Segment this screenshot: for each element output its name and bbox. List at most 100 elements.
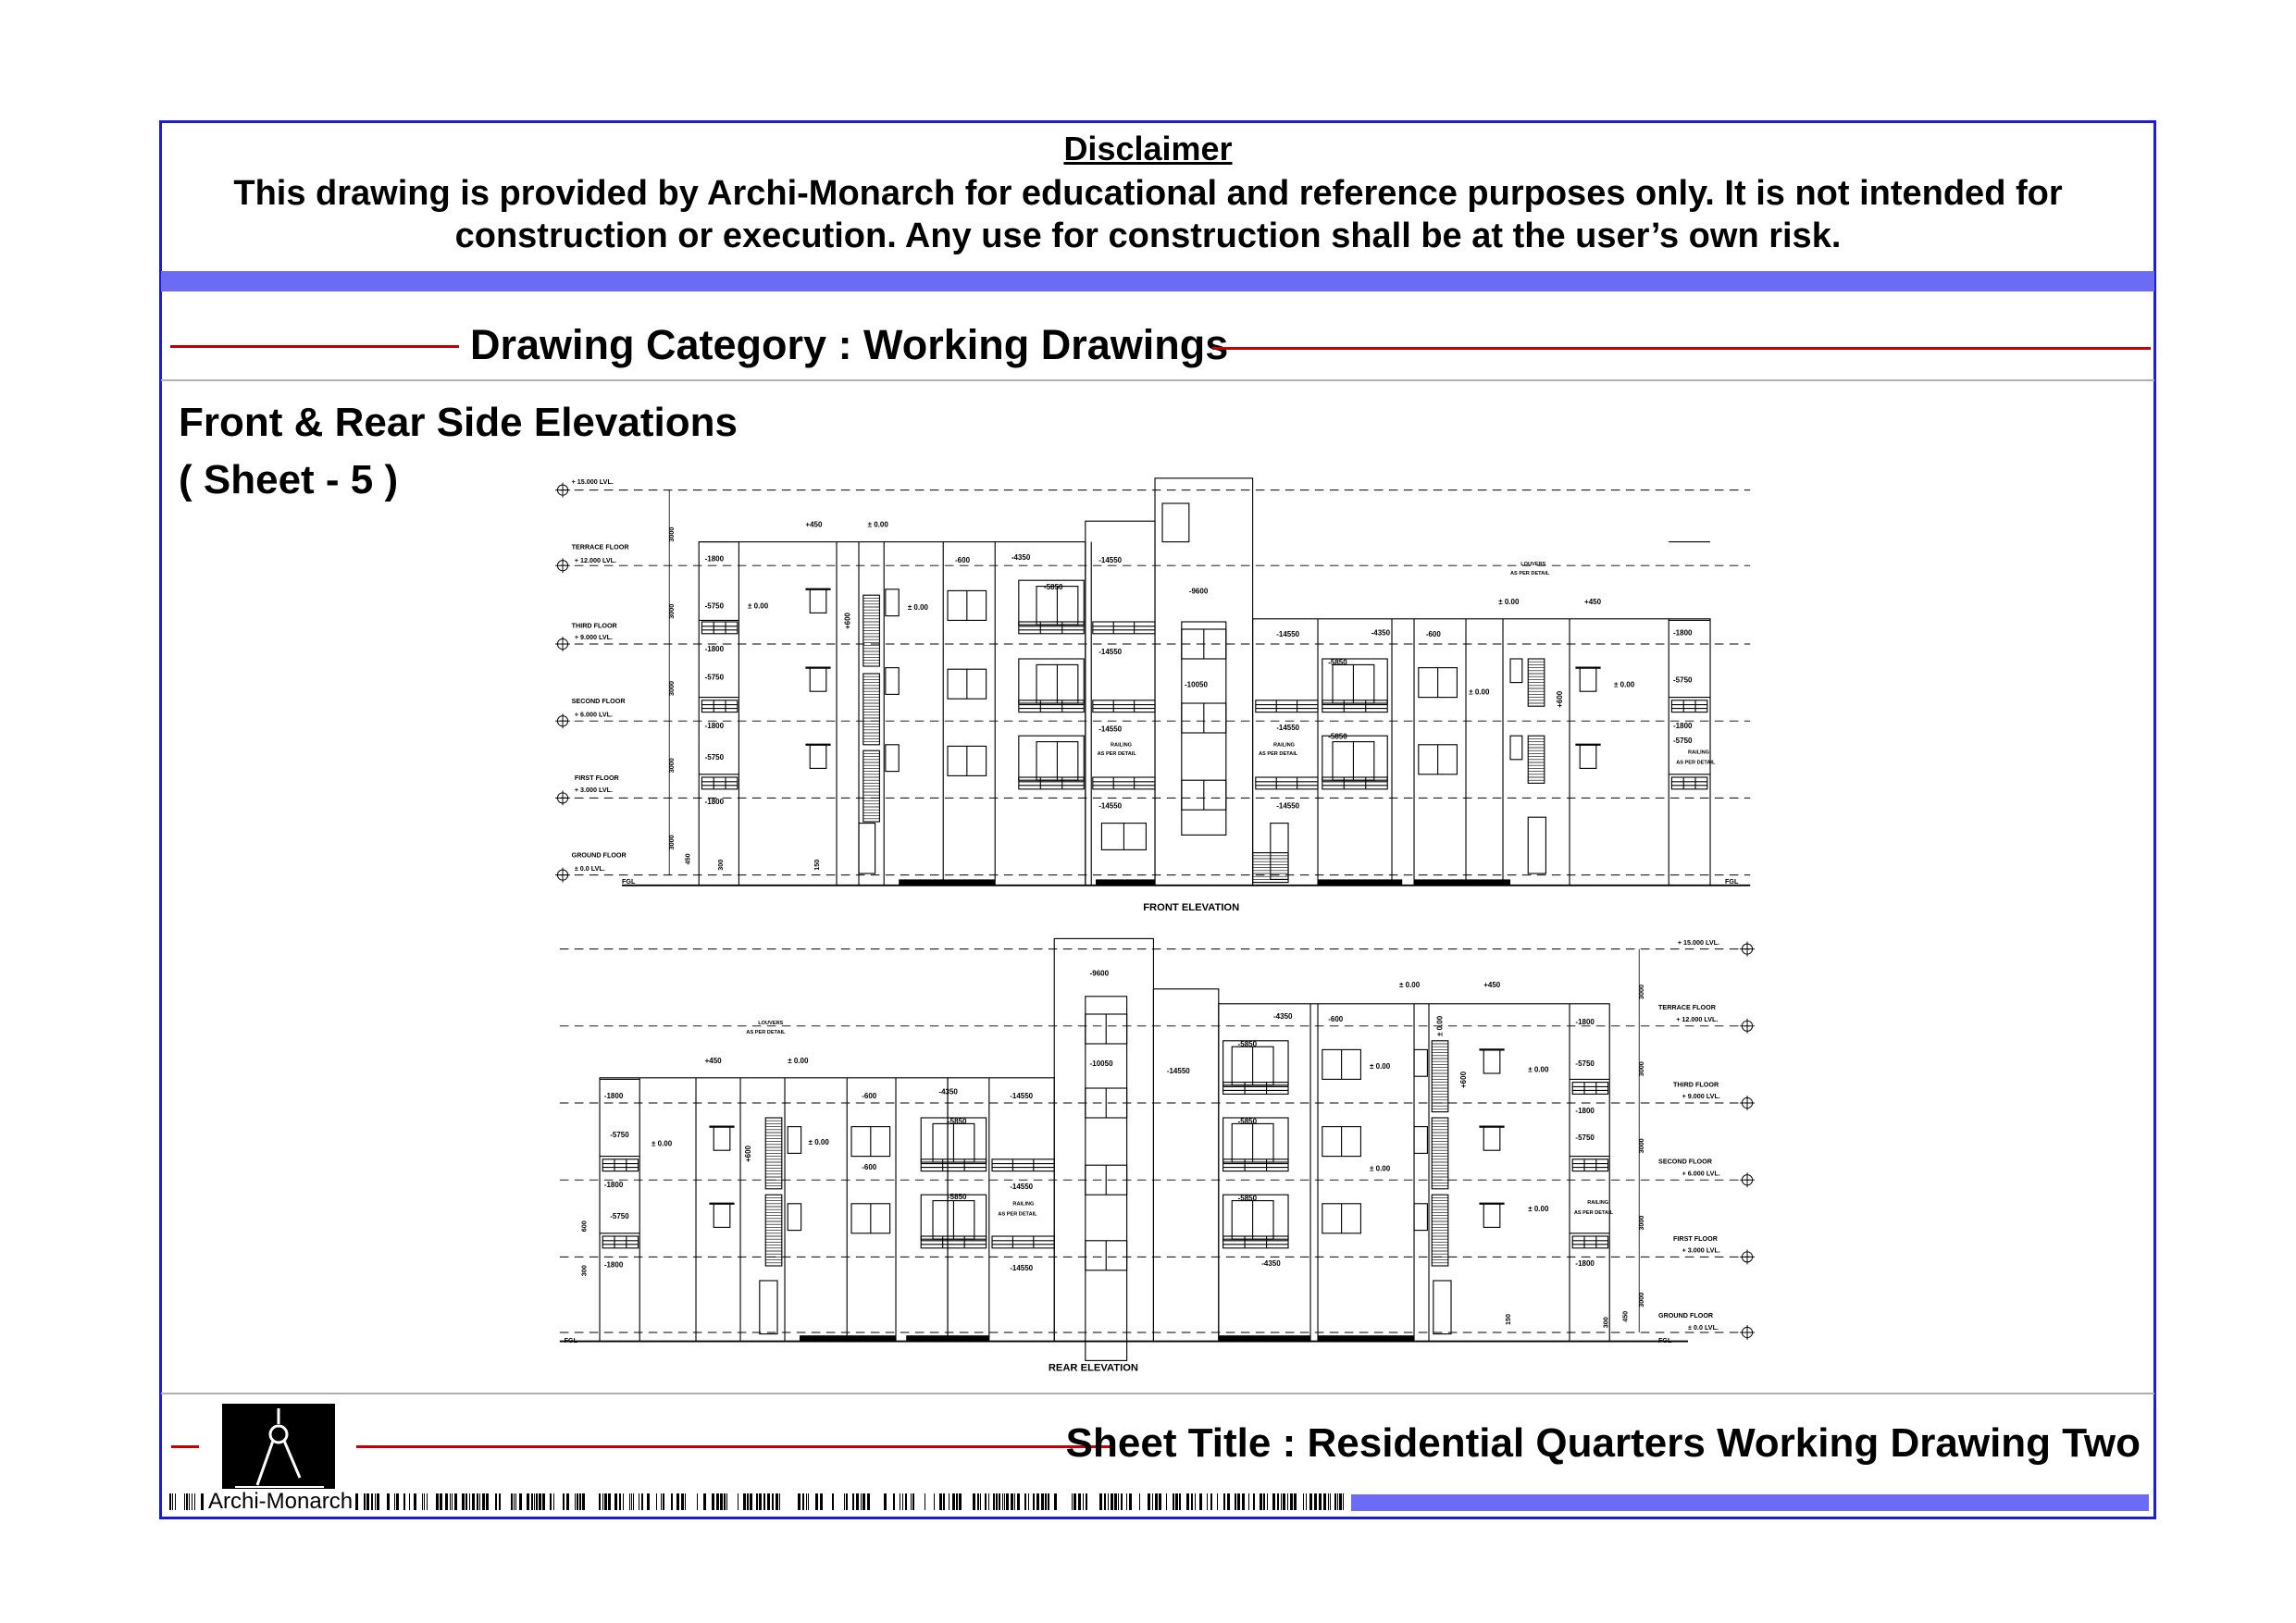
front-label: -1800	[705, 722, 725, 730]
barcode-bar	[1033, 1493, 1035, 1510]
rear-label: AS PER DETAIL	[746, 1030, 786, 1035]
front-label: -5750	[1673, 676, 1693, 685]
front-label: + 15.000 LVL.	[572, 477, 614, 486]
small-window	[1509, 735, 1523, 761]
barcode-bar	[450, 1493, 451, 1510]
barcode-bar	[575, 1493, 576, 1510]
front-label: SECOND FLOOR	[572, 697, 627, 705]
rear-label: -5850	[1238, 1040, 1258, 1048]
rear-label: RAILING	[1012, 1201, 1034, 1207]
barcode-bar	[371, 1493, 373, 1510]
front-label: FGL	[1725, 877, 1739, 886]
barcode-bar	[495, 1493, 497, 1510]
rear-label: -14550	[1010, 1183, 1033, 1191]
rear-elevation-title: REAR ELEVATION	[1049, 1363, 1138, 1374]
header-bar	[161, 271, 2154, 291]
railing	[701, 700, 738, 713]
barcode-bar	[852, 1493, 854, 1510]
wall-outline	[1085, 520, 1156, 886]
small-window	[787, 1126, 802, 1154]
barcode-bar	[445, 1493, 448, 1510]
rear-label: THIRD FLOOR	[1673, 1080, 1719, 1088]
rear-label: +450	[1483, 981, 1501, 989]
barcode-bar	[1186, 1493, 1189, 1510]
barcode-bar	[856, 1493, 859, 1510]
rear-label: + 12.000 LVL.	[1676, 1015, 1718, 1023]
rear-label: -600	[862, 1092, 877, 1100]
barcode-bar	[364, 1493, 366, 1510]
barcode-bar	[1179, 1493, 1181, 1510]
barcode-bar	[802, 1493, 804, 1510]
front-label: -1800	[705, 798, 725, 806]
barcode-bar	[1014, 1493, 1015, 1510]
barcode-bar	[519, 1493, 522, 1510]
barcode-bar	[993, 1493, 995, 1510]
barcode-bar	[542, 1493, 545, 1510]
small-window	[713, 1203, 731, 1228]
barcode-bar	[1339, 1493, 1342, 1510]
railing	[1018, 621, 1085, 635]
front-label: FIRST FLOOR	[575, 774, 620, 782]
barcode-bar	[1223, 1493, 1225, 1510]
barcode-bar	[893, 1493, 895, 1510]
barcode-bar	[867, 1493, 870, 1510]
barcode-bar	[1024, 1493, 1026, 1510]
disclaimer-text: This drawing is provided by Archi-Monarc…	[185, 172, 2111, 257]
barcode-bar	[681, 1493, 684, 1510]
front-label: AS PER DETAIL	[1259, 751, 1298, 757]
barcode-bar	[1159, 1493, 1161, 1510]
barcode-bar	[482, 1493, 485, 1510]
front-label: +450	[805, 521, 823, 529]
barcode-bar	[703, 1493, 706, 1510]
front-label: ± 0.0 LVL.	[575, 864, 605, 873]
rear-label: 600	[580, 1220, 589, 1232]
barcode-bar	[676, 1493, 679, 1510]
front-label: -5850	[1328, 658, 1347, 666]
stair-tower	[1085, 996, 1128, 1361]
barcode-bar	[550, 1493, 552, 1510]
front-label: -5850	[1328, 732, 1347, 740]
rear-label: 3000	[1637, 1216, 1645, 1231]
barcode-bar	[716, 1493, 719, 1510]
barcode-bar	[462, 1493, 465, 1510]
barcode-bar	[631, 1493, 632, 1510]
footer-rule-short	[171, 1445, 199, 1448]
railing	[1255, 700, 1319, 713]
railing	[1092, 621, 1156, 635]
barcode-bar	[599, 1493, 601, 1510]
front-label: -10050	[1185, 680, 1208, 688]
barcode-bar	[884, 1493, 887, 1510]
barcode-bar	[985, 1493, 987, 1510]
front-label: RAILING	[1273, 742, 1295, 748]
barcode-bar	[1337, 1493, 1338, 1510]
railing	[1571, 1235, 1609, 1249]
rear-label: AS PER DETAIL	[1574, 1210, 1614, 1216]
barcode-bar	[1041, 1493, 1044, 1510]
rear-label: -5850	[948, 1117, 967, 1125]
barcode-bar	[759, 1493, 762, 1510]
barcode-bar	[861, 1493, 862, 1510]
barcode-bar	[1104, 1493, 1106, 1510]
railing	[1092, 776, 1156, 790]
front-label: -14550	[1098, 802, 1122, 811]
railing	[1322, 700, 1388, 713]
barcode-bar	[1004, 1493, 1005, 1510]
barcode-bar	[943, 1493, 945, 1510]
barcode-bar	[539, 1493, 541, 1510]
rear-label: FIRST FLOOR	[1673, 1234, 1719, 1243]
barcode-bar	[1314, 1493, 1317, 1510]
rear-label: 450	[1620, 1311, 1629, 1322]
front-label: 300	[716, 860, 725, 871]
rear-label: -4350	[1273, 1012, 1293, 1021]
sheet-number: ( Sheet - 5 )	[179, 457, 399, 502]
front-label: AS PER DETAIL	[1510, 571, 1550, 576]
front-label: RAILING	[1111, 742, 1132, 748]
rear-label: -14550	[1010, 1264, 1033, 1272]
railing	[602, 1235, 639, 1249]
barcode-bar	[1126, 1493, 1127, 1510]
barcode-bar	[531, 1493, 533, 1510]
front-label: ± 0.00	[1498, 598, 1520, 606]
front-label: -14550	[1098, 725, 1122, 733]
front-label: 3000	[667, 835, 676, 849]
barcode-bar	[472, 1493, 475, 1510]
